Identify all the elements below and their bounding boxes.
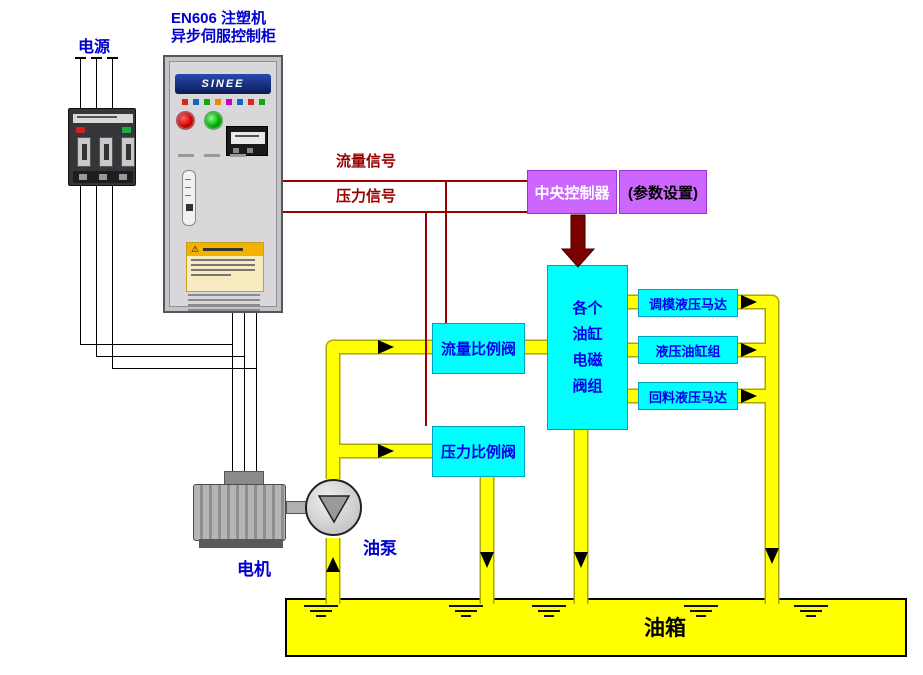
flow-proportional-valve: 流量比例阀 (432, 323, 525, 374)
motor-base (199, 539, 283, 548)
liquid-level-mark (303, 605, 339, 617)
circuit-breaker (68, 108, 136, 186)
actuator-label: 调模液压马达 (648, 296, 727, 312)
motor-power-wire (256, 313, 257, 486)
liquid-level-mark (683, 605, 719, 617)
central-controller-label: 中央控制器 (534, 184, 610, 202)
breaker-terminal-band (73, 171, 133, 183)
breaker-output-wire (112, 368, 257, 369)
electric-motor (193, 484, 286, 541)
flow-valve-signal-line (445, 180, 447, 323)
motor-power-wire (232, 313, 233, 486)
oil-tank (285, 598, 907, 657)
flow-signal-line (283, 180, 527, 182)
breaker-switch (99, 137, 113, 167)
motor-shaft (286, 501, 307, 514)
breaker-red-indicator (76, 127, 85, 133)
power-wire (75, 57, 86, 59)
actuator-label: 液压油缸组 (655, 343, 721, 359)
breaker-switch (77, 137, 91, 167)
cabinet-title-line1: EN606 注塑机 (171, 10, 267, 27)
control-row (178, 154, 268, 160)
red-stop-button (178, 113, 193, 128)
breaker-label-band (73, 114, 133, 123)
pressure-valve-signal-line (425, 211, 427, 426)
mold-adjust-hydraulic-motor: 调模液压马达 (638, 289, 738, 317)
flow-valve-label: 流量比例阀 (440, 341, 516, 358)
valve-group-line: 阀组 (572, 377, 603, 395)
material-return-hydraulic-motor: 回料液压马达 (638, 382, 738, 410)
caution-label: ⚠ (186, 242, 264, 292)
liquid-level-mark (793, 605, 829, 617)
flow-signal-label: 流量信号 (336, 153, 397, 170)
breaker-output-wire (112, 186, 113, 369)
hydraulic-cylinder-group: 液压油缸组 (638, 336, 738, 364)
flow-meter-tube (182, 170, 196, 226)
cabinet-title: EN606 注塑机 异步伺服控制柜 (171, 10, 276, 46)
digital-display (226, 126, 268, 156)
pump-label: 油泵 (363, 539, 397, 558)
pressure-signal-line (283, 211, 527, 213)
cabinet-title-line2: 异步伺服控制柜 (171, 28, 277, 45)
command-arrow (560, 214, 596, 268)
oil-pump (305, 479, 362, 536)
valve-group-line: 电磁 (572, 351, 603, 369)
power-label: 电源 (78, 39, 111, 56)
power-wire (91, 57, 102, 59)
valve-group-line: 各个 (572, 299, 603, 317)
breaker-green-indicator (122, 127, 131, 133)
cabinet-color-strip (179, 99, 267, 106)
servo-control-cabinet: SINEE ⚠ (163, 55, 283, 313)
breaker-output-wire (96, 356, 245, 357)
power-wire (112, 59, 113, 108)
power-wire (80, 59, 81, 108)
vent-slots (188, 294, 260, 314)
breaker-output-wire (80, 344, 233, 345)
parameter-setting-box: (参数设置) (619, 170, 707, 214)
breaker-output-wire (96, 186, 97, 357)
motor-label: 电机 (237, 560, 271, 579)
liquid-level-mark (448, 605, 484, 617)
brand-logo-text: SINEE (201, 78, 245, 90)
green-start-button (206, 113, 221, 128)
parameter-setting-label: (参数设置) (628, 184, 698, 202)
motor-power-wire (244, 313, 245, 486)
pressure-valve-label: 压力比例阀 (440, 444, 516, 461)
power-wire (107, 57, 118, 59)
pump-rotor-icon (317, 495, 351, 524)
pressure-proportional-valve: 压力比例阀 (432, 426, 525, 477)
valve-group-line: 油缸 (572, 325, 603, 343)
actuator-label: 回料液压马达 (648, 389, 727, 405)
tank-label: 油箱 (644, 617, 686, 640)
central-controller-box: 中央控制器 (527, 170, 617, 214)
brand-logo-plate: SINEE (175, 74, 271, 94)
warning-icon: ⚠ (191, 244, 200, 254)
power-wire (96, 59, 97, 108)
caution-header: ⚠ (187, 243, 263, 256)
pressure-signal-label: 压力信号 (336, 188, 397, 205)
breaker-output-wire (80, 186, 81, 345)
solenoid-valve-group: 各个 油缸 电磁 阀组 (547, 265, 628, 430)
liquid-level-mark (531, 605, 567, 617)
breaker-switch (121, 137, 135, 167)
